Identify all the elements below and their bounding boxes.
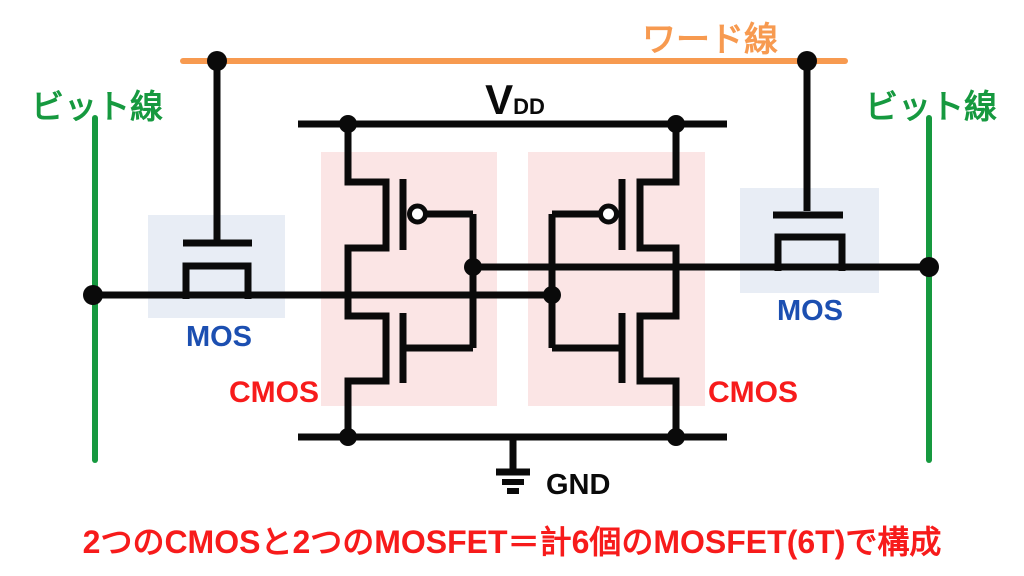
bit-line-left-label: ビット線 (31, 88, 163, 125)
bit-line-right-label: ビット線 (865, 88, 997, 125)
cmos-left-label: CMOS (229, 376, 319, 409)
junction-bitline-right (919, 257, 939, 277)
junction-gnd-left (339, 428, 357, 446)
junction-bitline-left (83, 285, 103, 305)
mos-left-label: MOS (185, 321, 253, 353)
mos-left-channel (182, 262, 252, 299)
junction-gnd-right (667, 428, 685, 446)
vdd-label-main: V (485, 76, 514, 123)
junction-node-lower (543, 286, 561, 304)
mos-right-channel (774, 233, 846, 271)
junction-node-upper (464, 258, 482, 276)
inverter-right-channel-path (636, 124, 680, 437)
vdd-label: VDD (455, 76, 575, 124)
inverter-right-pmos-bubble (598, 203, 619, 225)
mos-right-label: MOS (776, 295, 844, 327)
gnd-label: GND (546, 469, 611, 501)
junction-wordline-left (207, 51, 227, 71)
junction-vdd-right (667, 115, 685, 133)
inverter-left-pmos-bubble (407, 203, 428, 225)
vdd-label-sub: DD (513, 94, 545, 119)
word-line-label: ワード線 (642, 21, 778, 59)
inverter-left-channel-path (344, 124, 390, 437)
caption-text: 2つのCMOSと2つのMOSFET＝計6個のMOSFET(6T)で構成 (82, 524, 942, 560)
junction-wordline-right (797, 51, 817, 71)
cmos-right-label: CMOS (708, 376, 798, 409)
junction-vdd-left (339, 115, 357, 133)
